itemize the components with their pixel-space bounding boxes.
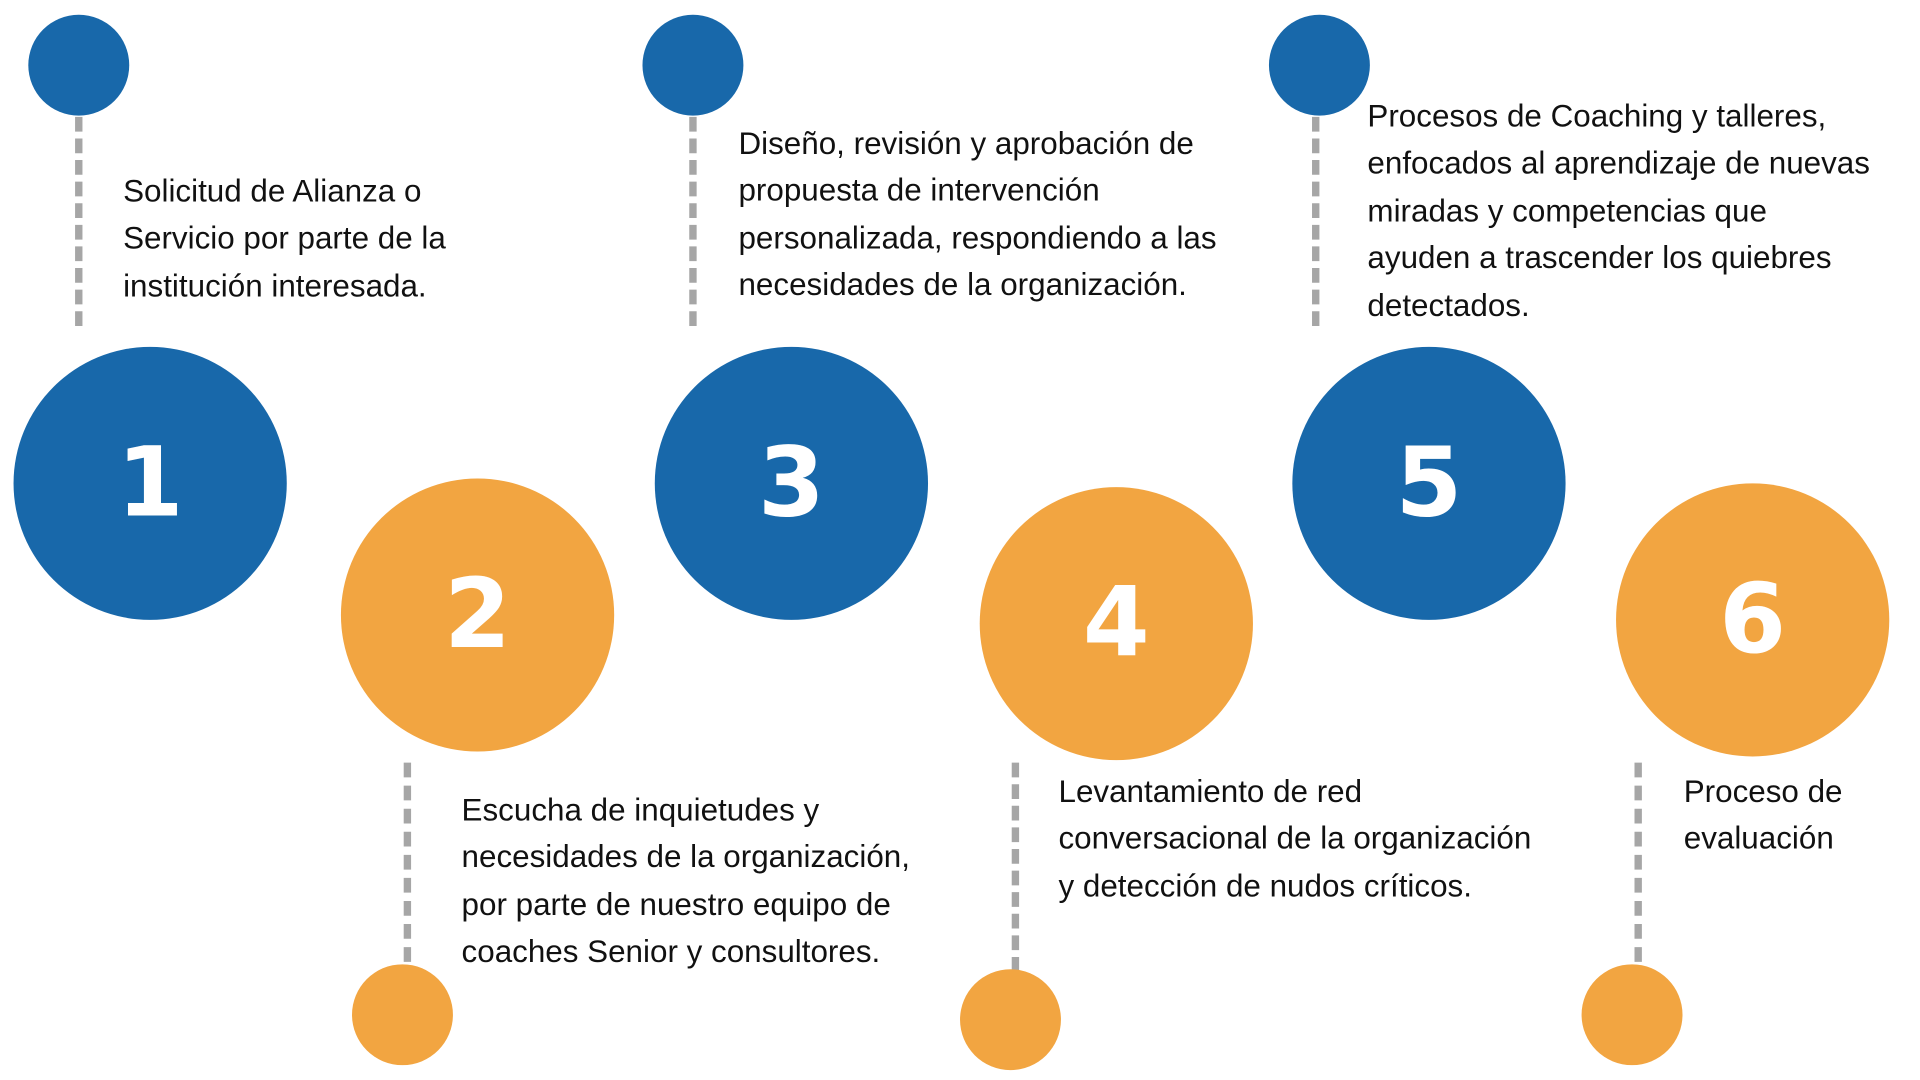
step-3-description: Diseño, revisión y aprobación de propues… (738, 126, 1217, 303)
step-2-circle: 2 (340, 478, 615, 752)
step-2-connector (403, 762, 412, 962)
step-4-circle: 4 (979, 487, 1253, 761)
step-4-connector (1011, 762, 1020, 972)
step-5-connector (1312, 116, 1320, 326)
step-1-circle: 1 (13, 346, 287, 620)
step-6-connector (1634, 762, 1642, 962)
step-5-description: Procesos de Coaching y talleres, enfocad… (1367, 99, 1870, 324)
step-3-circle: 3 (654, 346, 929, 620)
step-4-marker-dot (960, 969, 1061, 1071)
step-3-connector (689, 116, 697, 326)
step-5-marker-dot (1268, 14, 1370, 116)
step-4-description: Levantamiento de red conversacional de l… (1058, 774, 1532, 904)
step-1-description: Solicitud de Alianza o Servicio por part… (123, 174, 446, 304)
step-3-marker-dot (642, 14, 744, 116)
step-2-marker-dot (352, 964, 453, 1066)
step-5-circle: 5 (1292, 346, 1566, 620)
step-6-description: Proceso de evaluación (1683, 774, 1843, 857)
step-6-circle: 6 (1616, 483, 1890, 757)
step-1-connector (75, 116, 83, 326)
step-6-marker-dot (1581, 964, 1683, 1066)
step-2-description: Escucha de inquietudes y necesidades de … (461, 793, 910, 970)
step-1-marker-dot (28, 14, 130, 116)
